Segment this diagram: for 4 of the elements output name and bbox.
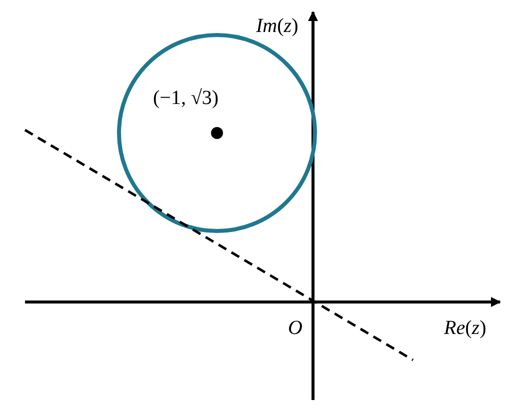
axis-label: Re(z): [444, 318, 486, 338]
point-label: (−1, √3): [153, 88, 219, 108]
origin-label: O: [288, 318, 302, 338]
axis-label: Im(z): [256, 16, 298, 36]
